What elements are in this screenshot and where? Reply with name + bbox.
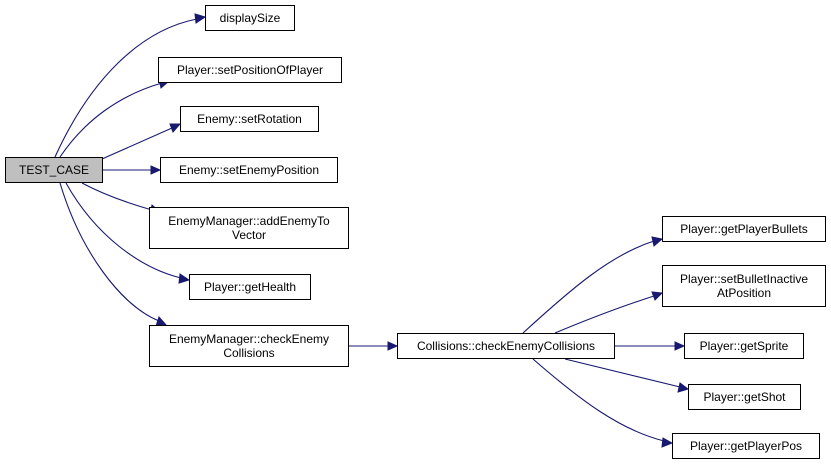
edge-collisions-to-get-shot bbox=[564, 358, 681, 388]
node-label: Enemy::setRotation bbox=[197, 112, 302, 126]
edge-test-case-to-get-health bbox=[65, 182, 182, 279]
node-add-enemy-to-vector[interactable]: EnemyManager::addEnemyTo Vector bbox=[149, 207, 349, 249]
arrowhead-get-shot bbox=[677, 382, 690, 393]
node-set-enemy-position[interactable]: Enemy::setEnemyPosition bbox=[160, 157, 338, 183]
node-label: Player::getShot bbox=[703, 390, 786, 404]
node-label-line2: Vector bbox=[231, 228, 267, 242]
edge-collisions-to-get-player-bullets bbox=[522, 240, 655, 334]
node-label-line1: EnemyManager::checkEnemy bbox=[168, 332, 330, 346]
node-label-line2: AtPosition bbox=[716, 286, 772, 300]
arrowhead-get-player-pos bbox=[661, 437, 674, 448]
node-set-rotation[interactable]: Enemy::setRotation bbox=[180, 106, 319, 132]
node-label: Player::getSprite bbox=[699, 339, 789, 353]
node-manager-check-enemy-collisions[interactable]: EnemyManager::checkEnemy Collisions bbox=[149, 325, 349, 367]
arrowhead-collisions-check-enemy-collisions bbox=[387, 341, 399, 351]
arrowhead-set-enemy-position bbox=[150, 165, 162, 175]
edge-collisions-to-set-bullet-inactive bbox=[554, 295, 655, 334]
node-get-shot[interactable]: Player::getShot bbox=[688, 384, 801, 410]
arrowhead-set-bullet-inactive bbox=[651, 291, 664, 301]
edge-test-case-to-set-rotation bbox=[101, 127, 173, 160]
node-label: Player::getPlayerBullets bbox=[680, 222, 808, 236]
node-get-player-pos[interactable]: Player::getPlayerPos bbox=[672, 433, 820, 459]
node-get-player-bullets[interactable]: Player::getPlayerBullets bbox=[662, 216, 826, 242]
node-collisions-check-enemy-collisions[interactable]: Collisions::checkEnemyCollisions bbox=[397, 333, 615, 359]
edge-test-case-to-check-enemy-collisions bbox=[59, 182, 160, 322]
edge-test-case-to-add-enemy-to-vector bbox=[81, 182, 153, 211]
arrowhead-get-health bbox=[178, 273, 191, 284]
node-get-health[interactable]: Player::getHealth bbox=[189, 274, 311, 300]
node-label: Player::setPositionOfPlayer bbox=[176, 63, 324, 77]
node-display-size[interactable]: displaySize bbox=[205, 5, 295, 31]
node-label: Enemy::setEnemyPosition bbox=[178, 163, 320, 177]
node-set-position-of-player[interactable]: Player::setPositionOfPlayer bbox=[158, 57, 342, 83]
node-set-bullet-inactive-at-position[interactable]: Player::setBulletInactive AtPosition bbox=[662, 265, 826, 307]
node-label: Player::getHealth bbox=[203, 280, 297, 294]
arrowhead-get-sprite bbox=[674, 341, 686, 351]
node-label-line2: Collisions bbox=[223, 346, 275, 360]
node-label: Collisions::checkEnemyCollisions bbox=[416, 339, 596, 353]
node-label: displaySize bbox=[219, 11, 281, 25]
edge-test-case-to-display-size bbox=[54, 18, 198, 158]
node-get-sprite[interactable]: Player::getSprite bbox=[684, 333, 804, 359]
edge-collisions-to-get-player-pos bbox=[532, 358, 665, 442]
node-label: TEST_CASE bbox=[18, 163, 90, 177]
arrowhead-set-rotation bbox=[169, 123, 182, 133]
arrowhead-display-size bbox=[194, 13, 207, 24]
node-label: Player::getPlayerPos bbox=[689, 439, 803, 453]
node-label-line1: Player::setBulletInactive bbox=[679, 272, 809, 286]
node-test-case[interactable]: TEST_CASE bbox=[5, 157, 103, 183]
edge-test-case-to-set-position-of-player bbox=[59, 82, 163, 158]
arrowhead-get-player-bullets bbox=[651, 236, 664, 247]
node-label-line1: EnemyManager::addEnemyTo bbox=[168, 214, 330, 228]
